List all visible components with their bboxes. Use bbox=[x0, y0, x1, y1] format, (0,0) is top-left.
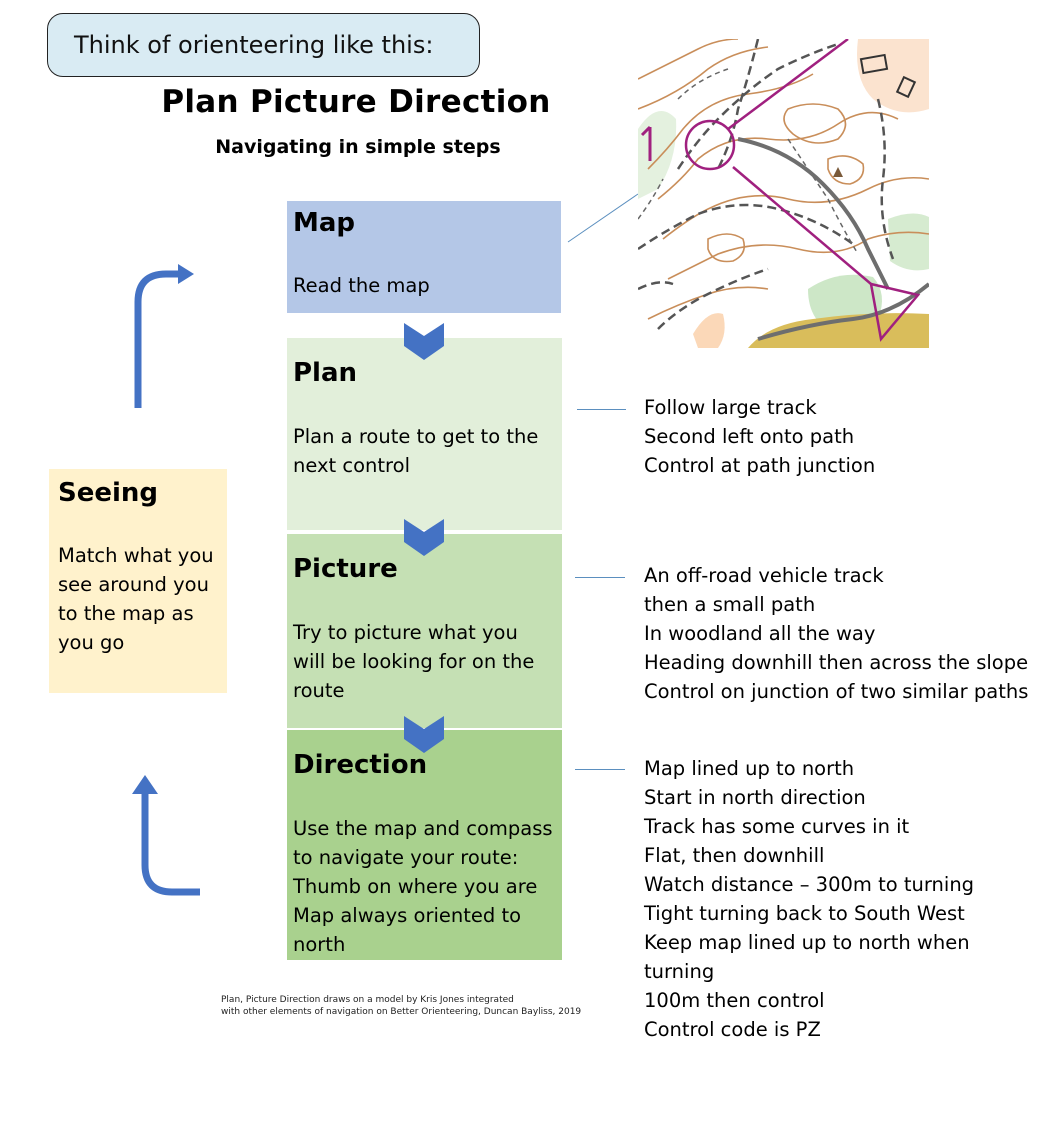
step-direction-box: Direction Use the map and compass to nav… bbox=[287, 730, 562, 960]
step-map-heading: Map bbox=[293, 208, 356, 238]
seeing-box: Seeing Match what you see around you to … bbox=[49, 469, 227, 693]
seeing-text: Match what you see around you to the map… bbox=[58, 544, 214, 654]
step-picture-text: Try to picture what you will be looking … bbox=[293, 621, 535, 702]
picture-notes: An off-road vehicle track then a small p… bbox=[644, 564, 1029, 703]
plan-notes: Follow large track Second left onto path… bbox=[644, 396, 876, 477]
intro-callout: Think of orienteering like this: bbox=[47, 13, 480, 77]
step-plan-text: Plan a route to get to the next control bbox=[293, 425, 539, 477]
page-title: Plan Picture Direction bbox=[161, 84, 551, 120]
intro-callout-text: Think of orienteering like this: bbox=[74, 31, 434, 59]
step-direction-heading: Direction bbox=[293, 750, 428, 780]
step-picture-heading: Picture bbox=[293, 554, 398, 584]
arrow-curved-up-icon bbox=[132, 775, 200, 896]
direction-notes: Map lined up to north Start in north dir… bbox=[644, 757, 975, 1041]
chevron-down-icon bbox=[404, 716, 444, 753]
footnote: Plan, Picture Direction draws on a model… bbox=[221, 995, 582, 1017]
step-map-box: Map Read the map bbox=[287, 201, 561, 313]
step-plan-box: Plan Plan a route to get to the next con… bbox=[287, 338, 562, 530]
seeing-heading: Seeing bbox=[58, 478, 159, 508]
picture-connector-line bbox=[575, 577, 625, 578]
page-subtitle: Navigating in simple steps bbox=[215, 136, 501, 158]
chevron-down-icon bbox=[404, 323, 444, 360]
map-connector-line bbox=[567, 193, 639, 243]
direction-connector-line bbox=[575, 769, 625, 770]
step-map-text: Read the map bbox=[293, 274, 430, 297]
step-plan-heading: Plan bbox=[293, 358, 358, 388]
plan-connector-line bbox=[577, 409, 626, 410]
step-picture-box: Picture Try to picture what you will be … bbox=[287, 534, 562, 728]
chevron-down-icon bbox=[404, 519, 444, 556]
arrow-curved-right-icon bbox=[134, 264, 194, 408]
step-direction-text: Use the map and compass to navigate your… bbox=[293, 817, 553, 956]
orienteering-map-image bbox=[638, 39, 929, 348]
